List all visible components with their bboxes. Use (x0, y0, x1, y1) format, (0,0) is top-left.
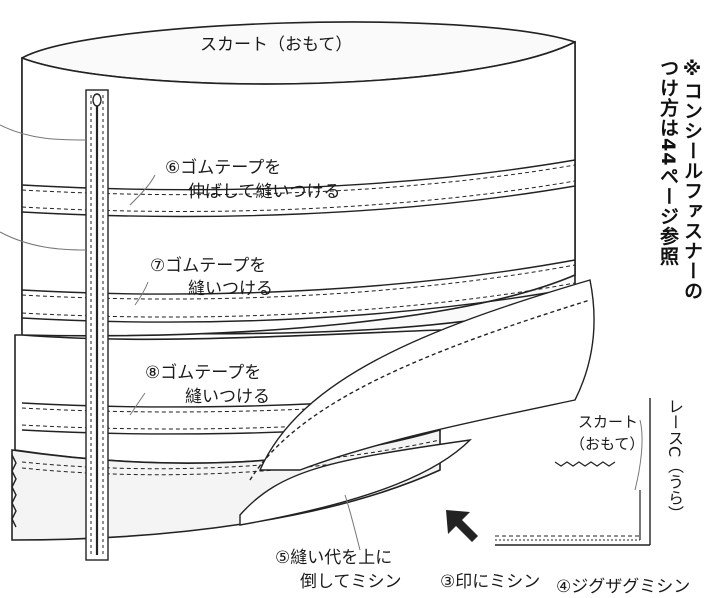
leader-lines (0, 124, 643, 551)
concealed-zipper (85, 89, 109, 561)
lace-ruffle (239, 279, 595, 526)
step5-label-line2: 倒してミシン (300, 572, 402, 592)
note-line1: ※コンシールファスナーの (681, 58, 703, 301)
pointer-arrow (446, 510, 478, 542)
step7-label-line2: 縫いつける (188, 279, 273, 299)
inset-detail (495, 398, 651, 546)
step8-label-line2: 縫いつける (185, 387, 270, 407)
left-scallop (11, 454, 17, 528)
step6-label-line2: 伸ばして縫いつける (188, 182, 341, 202)
step7-label-line1: ⑦ゴムテープを (150, 255, 266, 276)
inset-lace-label: レースC（うら） (665, 398, 684, 522)
hem-stitch (21, 439, 441, 476)
zipper-reference-note: ※コンシールファスナーの つけ方は44ページ参照 (650, 58, 704, 301)
skirt-body (11, 21, 576, 541)
skirt-top-label: スカート（おもて） (200, 35, 352, 55)
step5-label-line1: ⑤縫い代を上に (275, 548, 392, 568)
note-line2: つけ方は44ページ参照 (657, 58, 679, 267)
inset-skirt-label-line2: （おもて） (570, 435, 644, 453)
step3-label: ③印にミシン (440, 572, 540, 592)
step8-label-line1: ⑧ゴムテープを (145, 362, 261, 383)
inset-skirt-label-line1: スカート (578, 413, 638, 431)
step4-label: ④ジグザグミシン (556, 577, 690, 597)
step6-label-line1: ⑥ゴムテープを (165, 157, 281, 178)
